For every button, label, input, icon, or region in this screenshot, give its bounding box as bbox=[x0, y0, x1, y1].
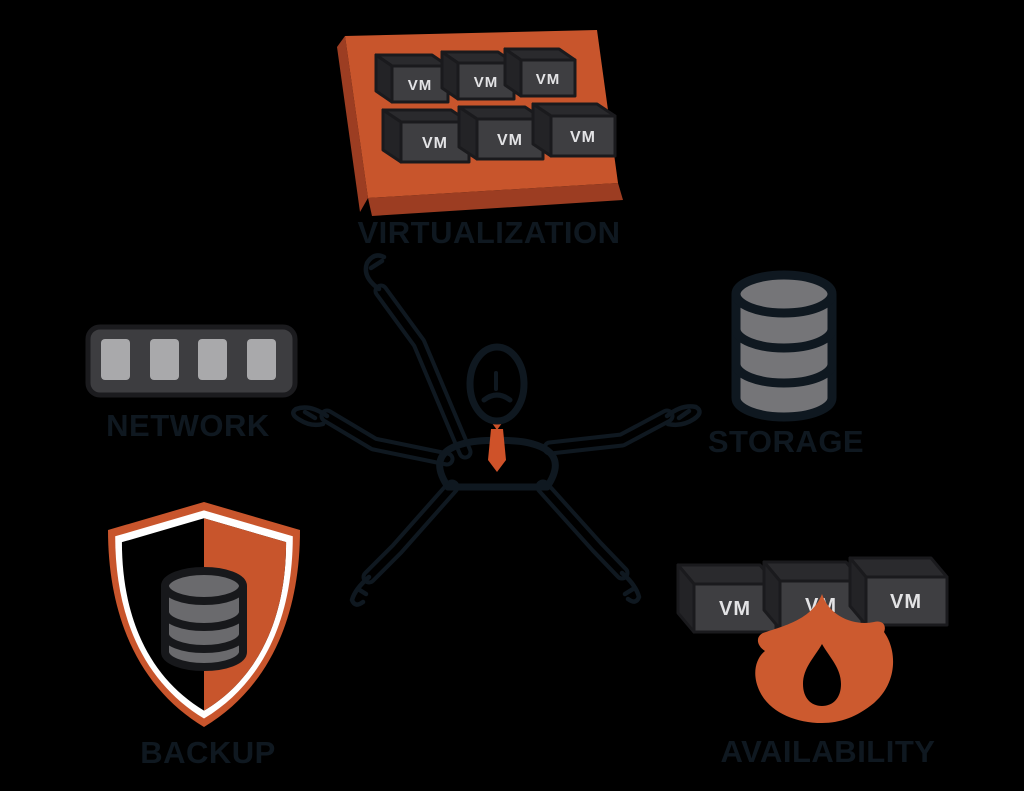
vm-cube: VM bbox=[374, 53, 450, 104]
backup-cylinder-top bbox=[161, 567, 247, 605]
network-group: NETWORK bbox=[85, 324, 298, 443]
database-band bbox=[731, 363, 837, 388]
hand bbox=[291, 405, 330, 428]
arm-right bbox=[542, 404, 702, 456]
vm-cube: VM bbox=[457, 105, 545, 161]
vm-label: VM bbox=[719, 598, 751, 620]
platform-bottom-edge bbox=[368, 183, 623, 216]
tie bbox=[488, 419, 506, 472]
vm-label: VM bbox=[570, 129, 596, 146]
vm-label: VM bbox=[536, 71, 561, 88]
vm-label: VM bbox=[422, 135, 448, 152]
vm-label: VM bbox=[408, 77, 433, 94]
database-cylinder-body bbox=[731, 294, 837, 422]
vm-cube: VM bbox=[503, 47, 577, 98]
switch-port bbox=[101, 339, 130, 380]
vm-cube: VM bbox=[381, 108, 471, 164]
platform-left-edge bbox=[337, 36, 368, 212]
hand bbox=[349, 574, 372, 607]
arm-left bbox=[291, 405, 455, 467]
admin-figure-group bbox=[291, 253, 702, 607]
switch-chassis bbox=[85, 324, 298, 398]
database-cylinder-top bbox=[731, 270, 837, 318]
arm-raised bbox=[363, 253, 473, 460]
hand bbox=[363, 253, 387, 292]
vm-label: VM bbox=[474, 74, 499, 91]
backup-label: BACKUP bbox=[140, 735, 276, 770]
virtualization-label: VIRTUALIZATION bbox=[357, 215, 620, 250]
switch-port bbox=[247, 339, 276, 380]
backup-group: BACKUP bbox=[108, 502, 300, 770]
database-band bbox=[731, 328, 837, 353]
vm-cube: VM bbox=[676, 563, 778, 634]
switch-port bbox=[198, 339, 227, 380]
backup-band bbox=[161, 633, 247, 653]
storage-group: STORAGE bbox=[708, 270, 864, 459]
vm-cube: VM bbox=[440, 50, 516, 101]
vm-cube: VM bbox=[848, 556, 949, 627]
virtualization-group: VM VM VM VM VM bbox=[337, 30, 623, 250]
availability-label: AVAILABILITY bbox=[721, 734, 936, 769]
flame-icon bbox=[755, 594, 894, 723]
backup-band bbox=[161, 611, 247, 631]
hand bbox=[664, 404, 702, 428]
vm-label: VM bbox=[890, 591, 922, 613]
frown-mouth bbox=[481, 392, 513, 403]
switch-port bbox=[150, 339, 179, 380]
arm-lower-left bbox=[349, 479, 460, 607]
arm-lower-right bbox=[535, 479, 642, 604]
network-label: NETWORK bbox=[106, 408, 270, 443]
hand bbox=[619, 570, 642, 604]
storage-label: STORAGE bbox=[708, 424, 864, 459]
vm-label: VM bbox=[497, 132, 523, 149]
vm-cube: VM bbox=[531, 102, 617, 158]
availability-group: VM VM VM AVAILABILITY bbox=[676, 556, 949, 769]
